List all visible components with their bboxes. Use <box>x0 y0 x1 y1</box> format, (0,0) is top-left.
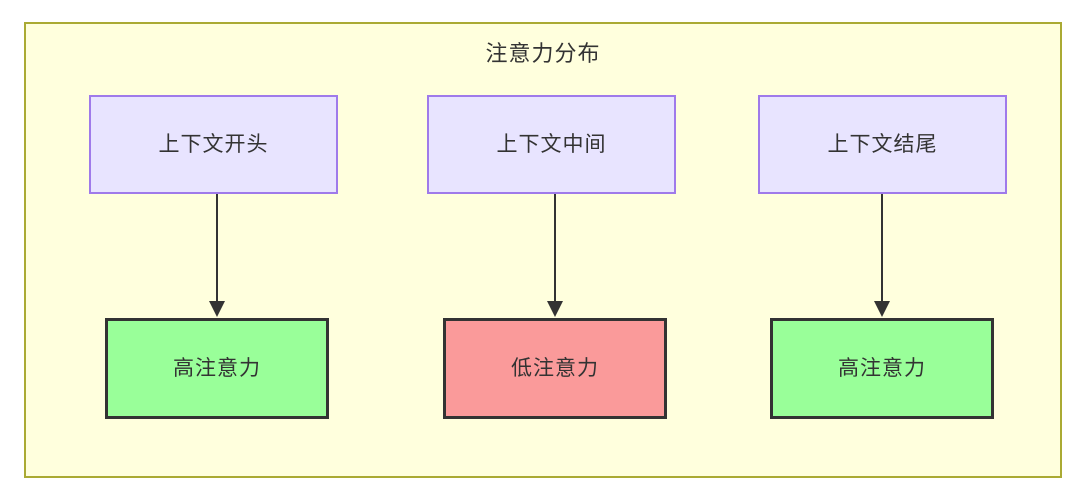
node-label: 上下文中间 <box>496 132 607 156</box>
edge-context-middle-to-low-attention <box>547 194 563 317</box>
node-high-attention-end[interactable]: 高注意力 <box>770 318 994 419</box>
edge-context-start-to-high-attention <box>209 194 225 317</box>
diagram-frame: 注意力分布 上下文开头 上下文中间 上下文结尾 高注意力 <box>24 22 1062 478</box>
node-high-attention-start[interactable]: 高注意力 <box>105 318 329 419</box>
diagram-title: 注意力分布 <box>485 41 601 66</box>
node-low-attention-middle[interactable]: 低注意力 <box>443 318 667 419</box>
node-label: 上下文开头 <box>158 132 269 156</box>
node-label: 高注意力 <box>173 356 261 380</box>
node-label: 高注意力 <box>838 356 926 380</box>
node-label: 低注意力 <box>511 356 599 380</box>
node-context-middle[interactable]: 上下文中间 <box>427 95 676 194</box>
node-context-start[interactable]: 上下文开头 <box>89 95 338 194</box>
node-label: 上下文结尾 <box>827 132 938 156</box>
edge-context-end-to-high-attention <box>874 194 890 317</box>
node-context-end[interactable]: 上下文结尾 <box>758 95 1007 194</box>
